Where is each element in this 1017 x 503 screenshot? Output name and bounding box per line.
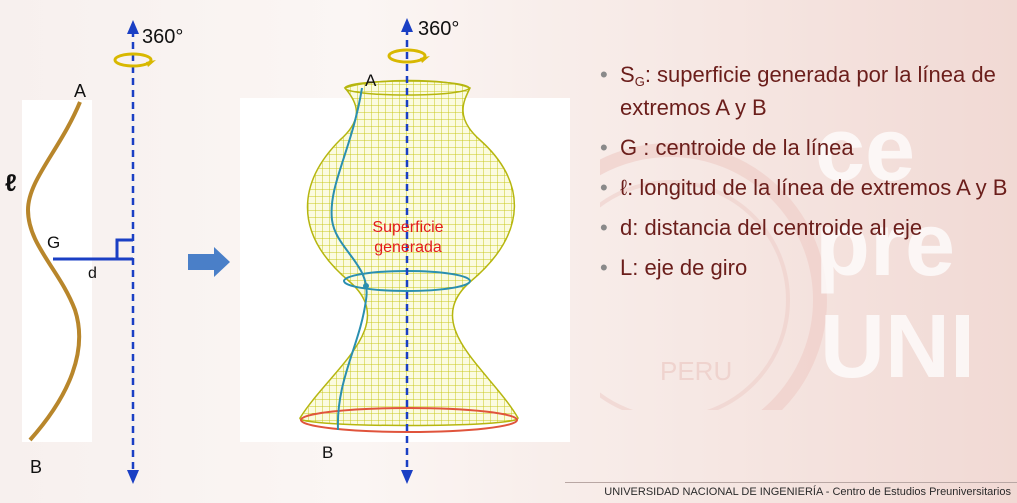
definition-sg-prefix: S bbox=[620, 62, 635, 87]
label-d: d bbox=[88, 265, 97, 282]
block-arrow-right-icon bbox=[188, 247, 230, 277]
watermark-uni: UNI bbox=[820, 297, 975, 397]
axis-arrow-up-left-icon bbox=[127, 20, 139, 34]
definition-axis-text: L: eje de giro bbox=[620, 255, 748, 280]
label-a-right: A bbox=[365, 71, 377, 90]
definitions-list: SG: superficie generada por la línea de … bbox=[600, 62, 1010, 295]
rotation-label-left: 360° bbox=[142, 26, 184, 48]
definition-sg-subscript: G bbox=[634, 74, 645, 89]
label-b-right: B bbox=[322, 443, 334, 462]
definition-sg-text: : superficie generada por la línea de ex… bbox=[620, 62, 996, 120]
right-angle-marker bbox=[115, 238, 133, 259]
definition-d: d: distancia del centroide al eje bbox=[600, 215, 1010, 241]
generatrix-curve bbox=[330, 87, 368, 431]
label-g: G bbox=[47, 233, 61, 252]
footer-bar: UNIVERSIDAD NACIONAL DE INGENIERÍA - Cen… bbox=[565, 482, 1017, 503]
definition-g-text: G : centroide de la línea bbox=[620, 135, 854, 160]
rotation-label-right: 360° bbox=[418, 18, 460, 40]
rotation-arrowhead-left-icon bbox=[146, 60, 156, 67]
base-circle bbox=[300, 407, 518, 433]
label-length-symbol: ℓ bbox=[5, 170, 17, 197]
surface-label: Superficie generada bbox=[353, 218, 463, 258]
axis-arrow-up-right-icon bbox=[401, 18, 413, 32]
rotation-arrowhead-right-icon bbox=[420, 56, 430, 63]
definition-g: G : centroide de la línea bbox=[600, 135, 1010, 161]
label-a-left: A bbox=[74, 81, 87, 101]
definition-sg: SG: superficie generada por la línea de … bbox=[600, 62, 1010, 121]
rotation-arrow-left-icon bbox=[113, 52, 153, 68]
seal-text: PERU bbox=[660, 356, 732, 386]
surface-label-line1: Superficie bbox=[372, 219, 444, 236]
footer-text: UNIVERSIDAD NACIONAL DE INGENIERÍA - Cen… bbox=[604, 486, 1011, 498]
label-b-left: B bbox=[30, 457, 43, 477]
definition-l-text: ℓ: longitud de la línea de extremos A y … bbox=[620, 175, 1008, 200]
definition-d-text: d: distancia del centroide al eje bbox=[620, 215, 923, 240]
definition-l: ℓ: longitud de la línea de extremos A y … bbox=[600, 175, 1010, 201]
axis-arrow-down-left-icon bbox=[127, 470, 139, 484]
left-panel bbox=[22, 100, 92, 442]
rotation-arrow-right-icon bbox=[387, 48, 427, 64]
axis-arrow-down-right-icon bbox=[401, 470, 413, 484]
centroid-point bbox=[363, 283, 369, 289]
definition-axis: L: eje de giro bbox=[600, 255, 1010, 281]
surface-label-line2: generada bbox=[374, 239, 442, 256]
line-ab-curve bbox=[25, 101, 82, 442]
